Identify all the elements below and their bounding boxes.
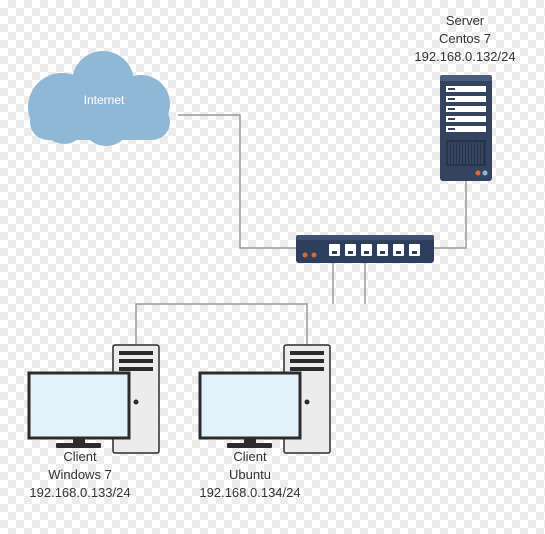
client-windows-os-text: Windows 7 xyxy=(48,467,112,482)
client-ubuntu-label: Client Ubuntu 192.168.0.134/24 xyxy=(180,448,320,502)
network-switch-icon xyxy=(296,235,434,263)
client-windows-role-text: Client xyxy=(63,449,97,464)
server-os-text: Centos 7 xyxy=(438,31,492,46)
client-ubuntu-os-text: Ubuntu xyxy=(229,467,271,482)
client-ubuntu-role-text: Client xyxy=(233,449,267,464)
client-bus-line xyxy=(135,303,308,345)
internet-to-switch-line xyxy=(178,114,296,249)
client-windows-computer-icon xyxy=(27,344,160,454)
server-ip-text: 192.168.0.132/24 xyxy=(414,49,516,64)
client-windows-ip-text: 192.168.0.133/24 xyxy=(29,485,131,500)
server-label: Server Centos 7 192.168.0.132/24 xyxy=(395,12,535,66)
client-windows-label: Client Windows 7 192.168.0.133/24 xyxy=(10,448,150,502)
server-role-text: Server xyxy=(445,13,485,28)
switch-ports xyxy=(329,244,420,256)
server-to-switch-line xyxy=(434,181,467,249)
server-tower-icon xyxy=(440,75,492,181)
client-ubuntu-computer-icon xyxy=(198,344,331,454)
connection-lines xyxy=(135,114,467,345)
internet-label: Internet xyxy=(83,93,125,107)
client-ubuntu-ip-text: 192.168.0.134/24 xyxy=(199,485,301,500)
cloud-icon xyxy=(28,51,170,146)
